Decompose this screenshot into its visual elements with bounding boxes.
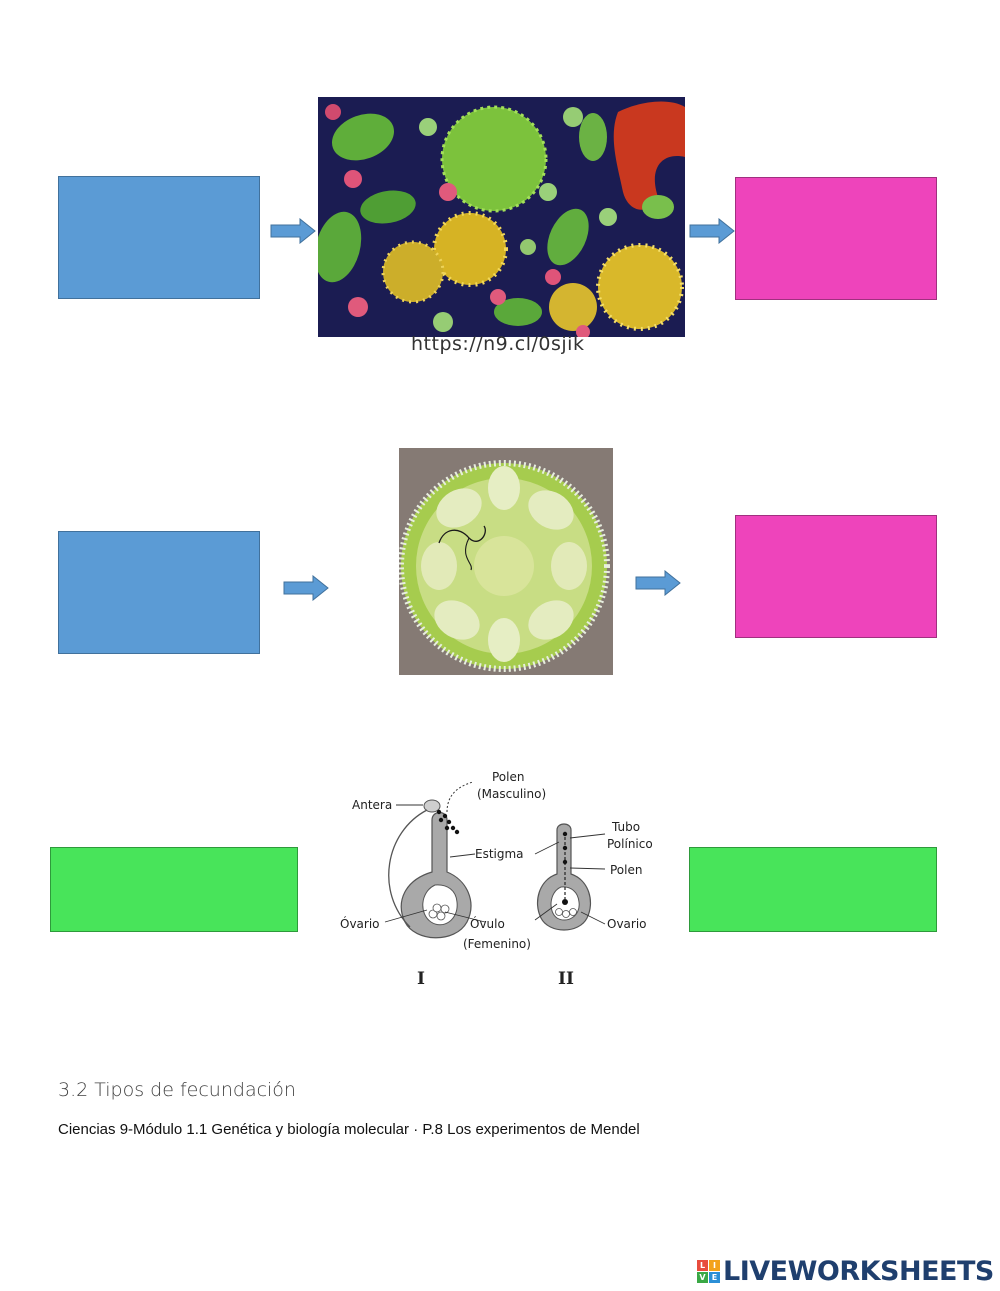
label-masculino: (Masculino) bbox=[477, 787, 546, 801]
section-heading: 3.2 Tipos de fecundación bbox=[58, 1079, 296, 1101]
logo-letter: V bbox=[697, 1271, 708, 1283]
label-femenino: (Femenino) bbox=[463, 937, 531, 951]
label-polen: Polen bbox=[492, 770, 524, 784]
label-polen-right: Polen bbox=[610, 863, 642, 877]
fertilization-diagram: Polen (Masculino) Antera Estigma Óvario … bbox=[340, 770, 653, 989]
ovary-cross-section-image bbox=[399, 448, 613, 675]
answer-box-2[interactable] bbox=[735, 177, 937, 300]
answer-box-5[interactable] bbox=[50, 847, 298, 932]
arrow-right-icon bbox=[635, 570, 681, 596]
answer-box-3[interactable] bbox=[58, 531, 260, 654]
arrow-right-icon bbox=[689, 218, 735, 244]
answer-box-6[interactable] bbox=[689, 847, 937, 932]
answer-box-1[interactable] bbox=[58, 176, 260, 299]
label-estigma: Estigma bbox=[475, 847, 524, 861]
answer-box-4[interactable] bbox=[735, 515, 937, 638]
label-polinico: Polínico bbox=[607, 837, 653, 851]
label-tubo: Tubo bbox=[611, 820, 640, 834]
label-ovario-right: Ovario bbox=[607, 917, 647, 931]
logo-letter: L bbox=[697, 1259, 708, 1271]
logo-text: LIVEWORKSHEETS bbox=[723, 1255, 994, 1287]
label-roman-one: I bbox=[417, 969, 425, 989]
reference-text: Ciencias 9-Módulo 1.1 Genética y biologí… bbox=[58, 1121, 640, 1138]
label-roman-two: II bbox=[558, 969, 574, 989]
label-ovulo: Óvulo bbox=[470, 916, 505, 931]
logo-letter: I bbox=[709, 1259, 720, 1271]
pollen-grains-image bbox=[318, 97, 685, 337]
liveworksheets-logo[interactable]: L I V E LIVEWORKSHEETS bbox=[697, 1255, 994, 1287]
arrow-right-icon bbox=[283, 575, 329, 601]
arrow-right-icon bbox=[270, 218, 316, 244]
label-ovario-left: Óvario bbox=[340, 916, 380, 931]
logo-letter: E bbox=[709, 1271, 720, 1283]
image-source-caption[interactable]: https://n9.cl/0sjik bbox=[411, 333, 585, 355]
label-antera: Antera bbox=[352, 798, 392, 812]
logo-mark-icon: L I V E bbox=[697, 1259, 720, 1283]
